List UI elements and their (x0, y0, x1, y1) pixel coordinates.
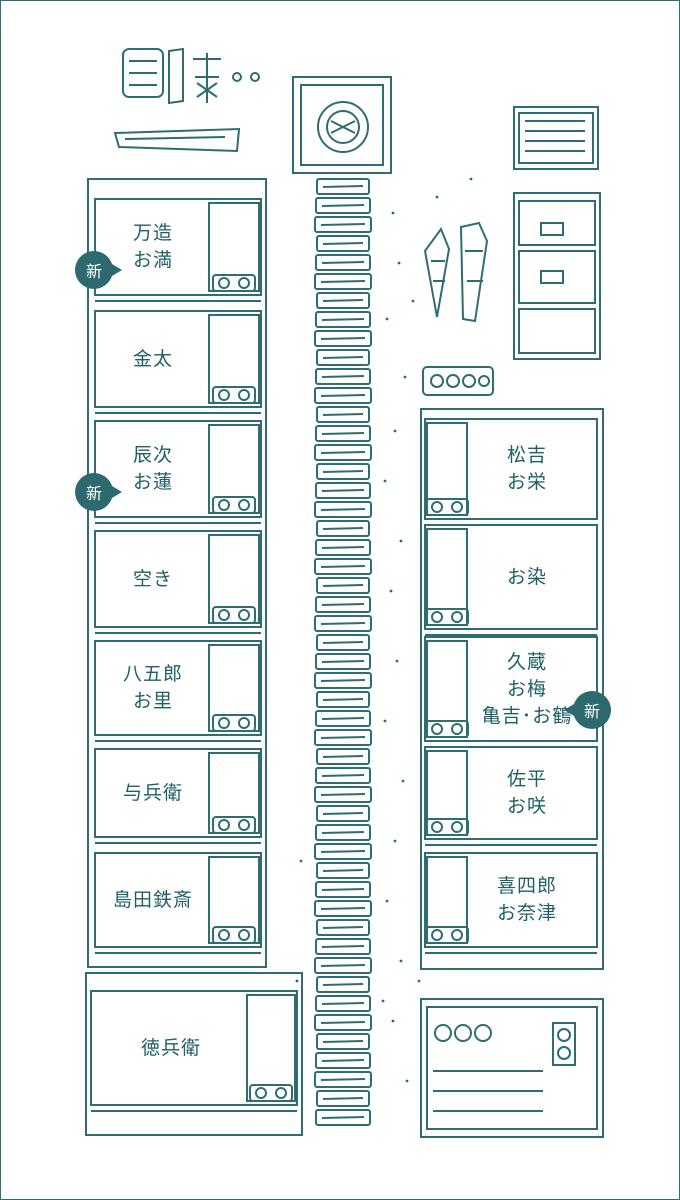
left-unit-1-line: 万造 (132, 222, 173, 244)
well-icon (292, 76, 392, 174)
left-unit-6-line: 与兵衛 (122, 781, 183, 804)
left-unit-3: 辰次お蓮 (99, 425, 207, 513)
right-unit-1-line: 松吉 (506, 444, 547, 466)
right-unit-5-line: お奈津 (496, 902, 557, 924)
drainage-path (314, 178, 372, 1126)
left-unit-8-line: 徳兵衛 (140, 1036, 201, 1059)
gate-sign-icon (113, 47, 260, 153)
right-unit-2-line: お染 (506, 565, 547, 588)
right-unit-5: 喜四郎お奈津 (471, 857, 583, 943)
latrine-building-icon (513, 192, 601, 360)
left-unit-3-line: 辰次 (132, 444, 173, 466)
left-unit-4-line: 空き (132, 567, 173, 590)
right-unit-3-line: お梅 (506, 677, 547, 700)
bottom-right-building (420, 998, 604, 1138)
left-unit-6: 与兵衛 (99, 753, 207, 833)
right-unit-4-line: お咲 (506, 795, 547, 817)
trash-box-icon (422, 366, 494, 396)
left-unit-4: 空き (99, 535, 207, 623)
right-unit-3-line: 亀吉･お鶴 (481, 704, 573, 727)
right-unit-4-line: 佐平 (506, 768, 547, 790)
right-unit-4: 佐平お咲 (471, 751, 583, 835)
left-unit-1: 万造お満 (99, 203, 207, 291)
shrine-icon (423, 221, 489, 323)
left-unit-3-line: お蓮 (132, 471, 173, 493)
left-unit-7-line: 島田鉄斎 (112, 888, 193, 911)
right-unit-2: お染 (471, 529, 583, 625)
new-badge: 新 (75, 251, 122, 289)
left-unit-5-line: 八五郎 (122, 663, 183, 685)
new-badge: 新 (75, 473, 122, 511)
right-unit-3: 久蔵お梅亀吉･お鶴 (471, 641, 583, 737)
storehouse-icon (513, 106, 599, 170)
left-unit-8: 徳兵衛 (97, 995, 245, 1101)
left-unit-2: 金太 (99, 315, 207, 403)
right-unit-3-line: 久蔵 (506, 650, 547, 673)
left-unit-1-line: お満 (132, 249, 173, 271)
left-unit-5-line: お里 (132, 690, 173, 712)
right-unit-1-line: お栄 (506, 471, 547, 493)
new-badge: 新 (564, 691, 611, 729)
left-unit-2-line: 金太 (132, 347, 173, 370)
right-unit-5-line: 喜四郎 (496, 875, 557, 897)
right-unit-1: 松吉お栄 (471, 423, 583, 515)
left-unit-5: 八五郎お里 (99, 645, 207, 731)
left-unit-7: 島田鉄斎 (99, 857, 207, 943)
